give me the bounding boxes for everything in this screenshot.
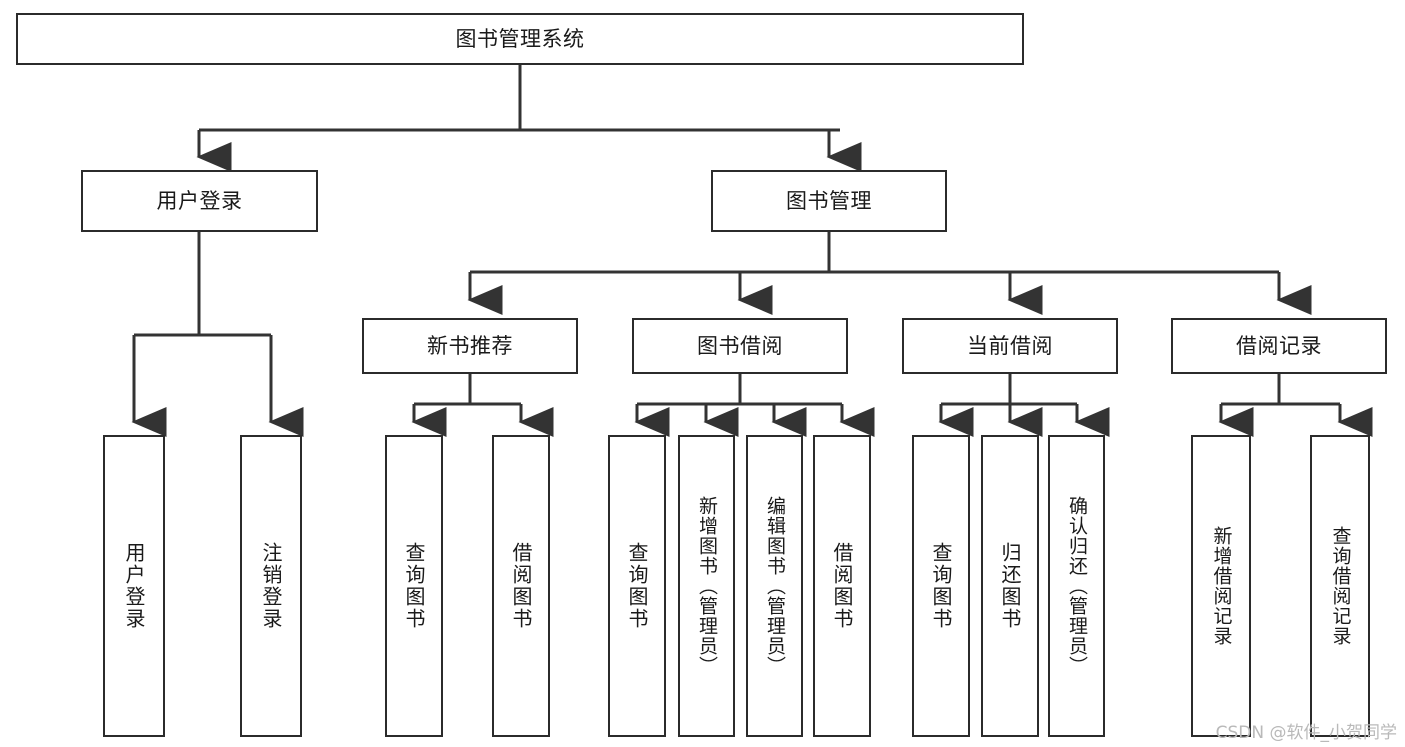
leaf-edit-book[interactable]: 编辑图书（管理员） bbox=[746, 435, 803, 737]
leaf-query-record-label: 查询借阅记录 bbox=[1329, 526, 1352, 646]
leaf-query-book-1-label: 查询图书 bbox=[402, 542, 426, 630]
edge-group-user-login bbox=[131, 232, 304, 437]
leaf-user-login-label: 用户登录 bbox=[122, 542, 146, 630]
edge-group-book-manage bbox=[467, 232, 1312, 315]
leaf-query-book-1[interactable]: 查询图书 bbox=[385, 435, 443, 737]
leaf-logout-login-label: 注销登录 bbox=[259, 542, 283, 630]
node-book-borrow-label: 图书借阅 bbox=[697, 333, 783, 358]
node-root[interactable]: 图书管理系统 bbox=[16, 13, 1024, 65]
leaf-confirm-return[interactable]: 确认归还（管理员） bbox=[1048, 435, 1105, 737]
node-user-login[interactable]: 用户登录 bbox=[81, 170, 318, 232]
leaf-add-book[interactable]: 新增图书（管理员） bbox=[678, 435, 735, 737]
node-current-borrow[interactable]: 当前借阅 bbox=[902, 318, 1118, 374]
leaf-return-book[interactable]: 归还图书 bbox=[981, 435, 1039, 737]
leaf-confirm-return-label: 确认归还（管理员） bbox=[1066, 496, 1088, 676]
edge-group-root bbox=[196, 65, 862, 172]
leaf-logout-login[interactable]: 注销登录 bbox=[240, 435, 302, 737]
leaf-return-book-label: 归还图书 bbox=[998, 542, 1022, 630]
node-borrow-record-label: 借阅记录 bbox=[1236, 333, 1322, 358]
node-root-label: 图书管理系统 bbox=[455, 26, 585, 51]
leaf-borrow-book-2-label: 借阅图书 bbox=[830, 542, 854, 630]
leaf-query-book-2[interactable]: 查询图书 bbox=[608, 435, 666, 737]
leaf-query-record[interactable]: 查询借阅记录 bbox=[1310, 435, 1370, 737]
edge-group-new-book-recommend bbox=[411, 374, 554, 437]
leaf-edit-book-label: 编辑图书（管理员） bbox=[764, 496, 786, 676]
node-user-login-label: 用户登录 bbox=[156, 188, 243, 213]
node-current-borrow-label: 当前借阅 bbox=[967, 333, 1053, 358]
node-new-book-recommend-label: 新书推荐 bbox=[427, 333, 513, 358]
edge-group-book-borrow bbox=[634, 374, 875, 437]
node-new-book-recommend[interactable]: 新书推荐 bbox=[362, 318, 578, 374]
leaf-query-book-3[interactable]: 查询图书 bbox=[912, 435, 970, 737]
leaf-add-book-label: 新增图书（管理员） bbox=[696, 496, 718, 676]
edge-group-borrow-record bbox=[1218, 374, 1373, 437]
leaf-add-record[interactable]: 新增借阅记录 bbox=[1191, 435, 1251, 737]
node-book-manage[interactable]: 图书管理 bbox=[711, 170, 947, 232]
leaf-query-book-3-label: 查询图书 bbox=[929, 542, 953, 630]
leaf-user-login[interactable]: 用户登录 bbox=[103, 435, 165, 737]
node-book-borrow[interactable]: 图书借阅 bbox=[632, 318, 848, 374]
leaf-borrow-book-2[interactable]: 借阅图书 bbox=[813, 435, 871, 737]
leaf-add-record-label: 新增借阅记录 bbox=[1210, 526, 1233, 646]
node-borrow-record[interactable]: 借阅记录 bbox=[1171, 318, 1387, 374]
node-book-manage-label: 图书管理 bbox=[786, 188, 872, 213]
edge-group-current-borrow bbox=[938, 374, 1110, 437]
leaf-borrow-book-1-label: 借阅图书 bbox=[509, 542, 533, 630]
leaf-query-book-2-label: 查询图书 bbox=[625, 542, 649, 630]
leaf-borrow-book-1[interactable]: 借阅图书 bbox=[492, 435, 550, 737]
